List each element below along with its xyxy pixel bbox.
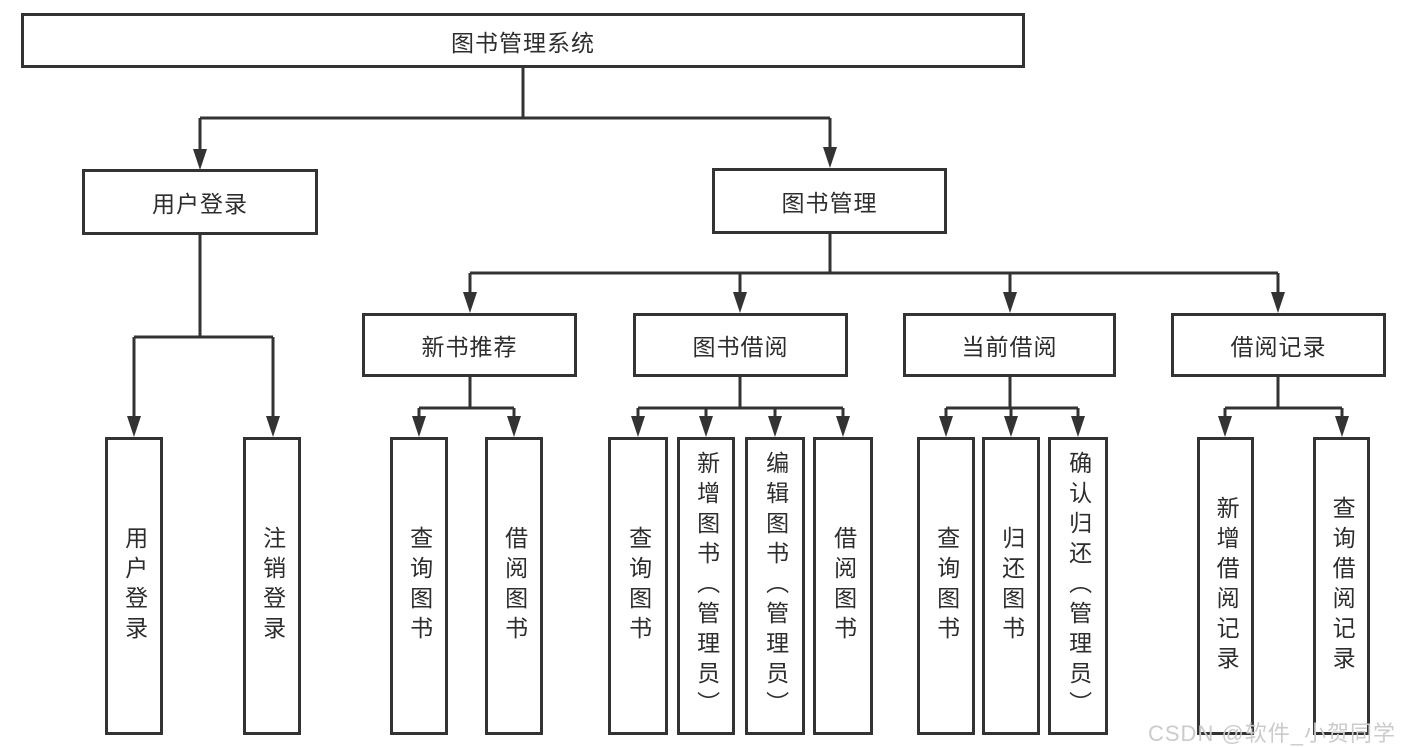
node-label: 新增图书（管理员） [693, 451, 720, 721]
leaf-query-borrow-record: 查询借阅记录 [1313, 437, 1370, 735]
leaf-add-borrow-record: 新增借阅记录 [1197, 437, 1254, 735]
node-new-book-recommend: 新书推荐 [362, 313, 577, 377]
node-label: 归还图书 [998, 526, 1025, 646]
node-current-borrow: 当前借阅 [903, 313, 1116, 377]
node-label: 图书管理系统 [451, 29, 595, 56]
leaf-return-books: 归还图书 [982, 437, 1040, 735]
leaf-borrow-books: 借阅图书 [813, 437, 873, 735]
node-label: 新书推荐 [421, 334, 518, 360]
leaf-edit-books-admin: 编辑图书（管理员） [745, 437, 805, 735]
leaf-query-books: 查询图书 [390, 437, 448, 735]
node-label: 借阅图书 [501, 526, 528, 646]
watermark: CSDN @软件_小贺同学 [1148, 721, 1397, 746]
node-label: 编辑图书（管理员） [762, 451, 789, 721]
node-borrow-records: 借阅记录 [1171, 313, 1386, 377]
node-label: 用户登录 [152, 191, 248, 217]
node-book-borrow: 图书借阅 [633, 313, 848, 377]
node-label: 查询图书 [625, 526, 652, 646]
node-label: 借阅记录 [1230, 334, 1327, 360]
node-label: 确认归还（管理员） [1065, 451, 1092, 721]
leaf-confirm-return-admin: 确认归还（管理员） [1048, 437, 1108, 735]
node-label: 新增借阅记录 [1213, 496, 1240, 676]
node-book-management: 图书管理 [712, 168, 947, 234]
node-library-system: 图书管理系统 [21, 13, 1025, 68]
leaf-query-books: 查询图书 [917, 437, 975, 735]
leaf-add-books-admin: 新增图书（管理员） [677, 437, 735, 735]
leaf-user-login: 用户登录 [105, 437, 163, 735]
node-label: 注销登录 [259, 526, 286, 646]
node-label: 图书管理 [781, 190, 878, 216]
node-user-login: 用户登录 [82, 169, 318, 235]
node-label: 查询图书 [933, 526, 960, 646]
node-label: 查询图书 [406, 526, 433, 646]
node-label: 用户登录 [121, 526, 148, 646]
leaf-logout: 注销登录 [243, 437, 301, 735]
node-label: 借阅图书 [830, 526, 857, 646]
node-label: 当前借阅 [961, 334, 1058, 360]
node-label: 查询借阅记录 [1329, 496, 1356, 676]
leaf-query-books: 查询图书 [608, 437, 668, 735]
node-label: 图书借阅 [692, 334, 789, 360]
leaf-borrow-books: 借阅图书 [485, 437, 543, 735]
